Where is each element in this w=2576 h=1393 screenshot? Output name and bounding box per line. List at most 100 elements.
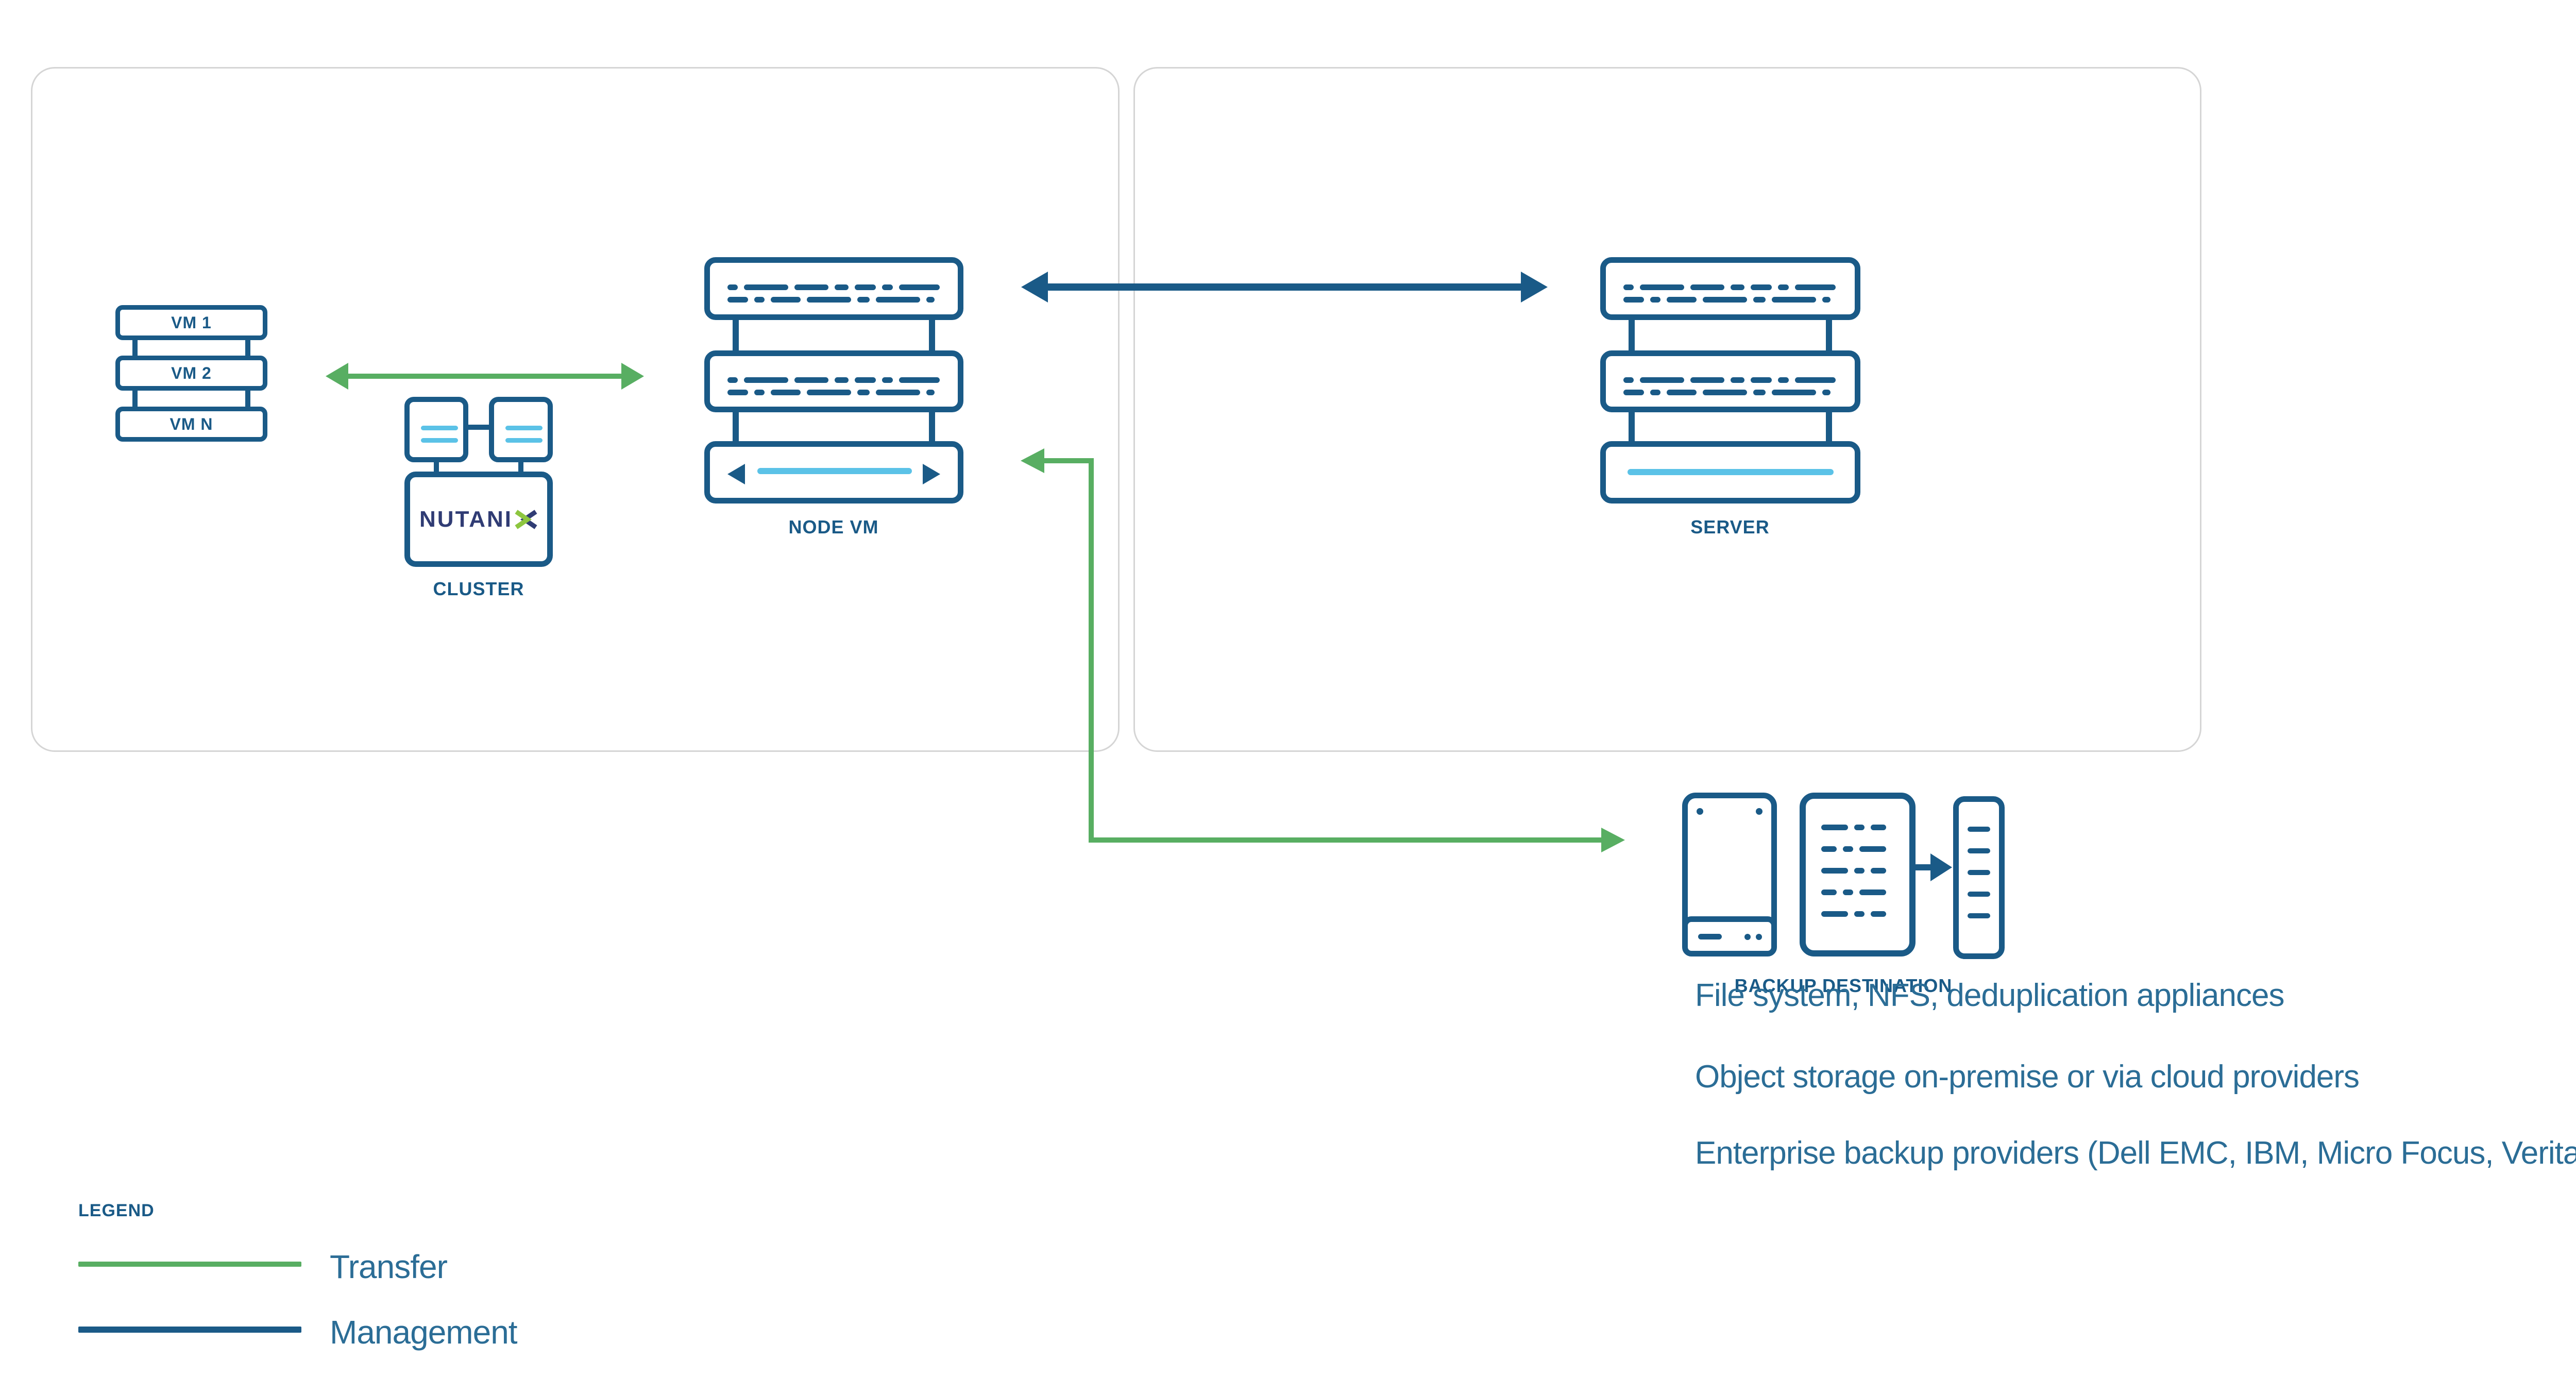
dash — [1623, 284, 1634, 290]
tray-dot — [1744, 934, 1751, 940]
node-vm-unit — [704, 257, 963, 320]
server-icon — [1600, 257, 1860, 504]
dash — [1843, 889, 1853, 895]
nutanix-wordmark: NUTANI — [419, 506, 513, 532]
panel-dash — [1968, 870, 1990, 875]
mini-arrow-shaft — [1914, 864, 1931, 870]
tape-panel-icon — [1953, 796, 2005, 959]
data-row — [1623, 377, 1837, 383]
dash — [744, 284, 788, 290]
dash — [1640, 377, 1684, 383]
arrowhead-left — [1021, 272, 1048, 303]
mini-arrowhead-right — [1930, 853, 1952, 881]
cluster-node-box — [404, 397, 468, 462]
dash — [855, 377, 876, 383]
storage-appliance-icon — [1682, 793, 1777, 956]
node-vm-label: NODE VM — [788, 516, 879, 538]
dash — [1623, 377, 1634, 383]
dash — [1751, 284, 1772, 290]
backup-destination-group — [1682, 793, 2012, 963]
dash — [882, 284, 893, 290]
dash — [1731, 377, 1744, 383]
dash — [899, 284, 940, 290]
arrow-segment-vertical — [1089, 458, 1094, 843]
dash — [1795, 284, 1836, 290]
data-row — [1821, 889, 1894, 895]
cluster-connector — [518, 456, 523, 479]
panel-dash — [1968, 892, 1990, 897]
cluster-icon: NUTANI CLUSTER — [404, 397, 553, 603]
legend-management-label: Management — [330, 1314, 518, 1351]
dash — [807, 297, 851, 303]
dash — [754, 297, 765, 303]
arrow-segment-horizontal — [1043, 458, 1094, 463]
dash — [1772, 390, 1816, 395]
dash — [1667, 297, 1697, 303]
dash — [1650, 297, 1660, 303]
arrow-shaft — [346, 374, 622, 379]
dash — [1854, 868, 1865, 874]
dash — [855, 284, 876, 290]
dash — [1843, 846, 1853, 852]
dash — [1703, 390, 1747, 395]
backup-note: File system, NFS, deduplication applianc… — [1695, 978, 2284, 1013]
dash — [1690, 377, 1724, 383]
dash — [835, 284, 849, 290]
server-label: SERVER — [1690, 516, 1770, 538]
transfer-line — [757, 468, 912, 474]
dash — [926, 297, 935, 303]
arrowhead-right — [923, 464, 940, 484]
dash — [1821, 825, 1848, 830]
dash — [1821, 911, 1848, 917]
dash — [1778, 284, 1789, 290]
dash — [1751, 377, 1772, 383]
dash — [899, 377, 940, 383]
screw-dot — [1697, 808, 1703, 815]
panel-dash — [1968, 913, 1990, 918]
dash — [1772, 297, 1816, 303]
dash — [794, 377, 828, 383]
dash — [744, 377, 788, 383]
dash — [727, 297, 748, 303]
dash — [754, 390, 765, 395]
vm-label: VM N — [170, 414, 213, 433]
storage-line — [1628, 469, 1834, 475]
data-line — [421, 426, 458, 430]
vm-item: VM 2 — [115, 356, 267, 391]
cluster-connector — [434, 456, 439, 479]
nutanix-x-icon — [515, 509, 537, 529]
arrowhead-right — [1601, 828, 1625, 852]
data-row — [1821, 911, 1894, 917]
drive-tray — [1682, 916, 1777, 956]
dash — [1753, 297, 1766, 303]
dash — [857, 390, 870, 395]
dash — [771, 297, 801, 303]
dash — [1821, 889, 1837, 895]
data-row — [1623, 284, 1837, 290]
data-line — [421, 438, 458, 443]
dash — [1854, 825, 1865, 830]
legend-transfer-line — [78, 1262, 301, 1267]
dash — [1821, 868, 1848, 874]
dash — [727, 377, 738, 383]
cluster-connector — [465, 425, 492, 430]
dash — [1731, 284, 1744, 290]
cluster-label: CLUSTER — [433, 578, 524, 599]
dash — [771, 390, 801, 395]
arrowhead-left — [727, 464, 745, 484]
arrow-shaft — [1046, 283, 1523, 291]
legend-management-line — [78, 1327, 301, 1333]
screw-dot — [1756, 808, 1762, 815]
dash — [1703, 297, 1747, 303]
dash — [1650, 390, 1660, 395]
server-unit — [1600, 350, 1860, 412]
data-row — [1821, 846, 1894, 852]
dash — [1859, 846, 1886, 852]
vm-item: VM N — [115, 407, 267, 442]
data-row — [727, 284, 940, 290]
appliance-body — [1682, 793, 1777, 956]
data-row — [727, 297, 940, 303]
dash — [1859, 889, 1886, 895]
dash — [807, 390, 851, 395]
